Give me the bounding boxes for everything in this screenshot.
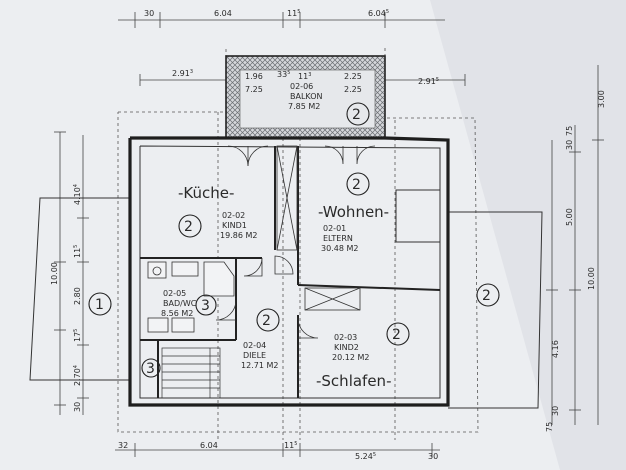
kind1-name: KIND1 [222,221,247,230]
marker-eltern [346,172,370,196]
dim-225a: 2.25 [344,72,362,81]
dim-top-6045: 6.045 [368,9,389,18]
closet [276,145,361,311]
wall-inner-lines [139,145,441,399]
marker-kind1-text: 2 [184,219,193,235]
diele-name: DIELE [243,351,266,360]
eltern-number: 02-01 [323,224,346,233]
dim-33: 335 [277,70,290,79]
dim-bottom-604: 6.04 [200,441,218,450]
dim-right-1000: 10.00 [587,267,596,290]
paper-fold-shade [430,0,626,470]
dim-left-30: 30 [73,402,82,412]
marker-kind1 [178,214,202,238]
dim-top-30: 30 [144,9,154,18]
dim-left-1000: 10.00 [50,262,59,285]
balcony-label-box [239,69,376,129]
marker-bad [195,294,217,316]
marker-stairs-text: 3 [146,361,155,377]
staircase [161,347,221,399]
dim-right-75: 75 [565,126,574,136]
dim-left-115: 115 [73,245,82,258]
schlafen-label: -Schlafen- [316,372,391,390]
marker-labels: 2 2 2 1 3 2 2 3 2 [95,107,491,377]
dim-right-500: 5.00 [565,208,574,226]
kind1-number: 02-02 [222,211,245,220]
dim-291-left: 2.913 [172,69,193,78]
dim-right-30: 30 [565,140,574,150]
balkon-number: 02-06 [290,82,313,91]
dim-right-75b: 75 [545,422,554,432]
marker-balkon-text: 2 [352,107,361,123]
marker-kind2-text: 2 [392,327,401,343]
dim-291-right: 2.915 [418,77,439,86]
marker-diele [256,308,280,332]
marker-balkon [346,102,370,126]
dim-196: 1.96 [245,72,263,81]
dim-right-416: 4.16 [551,340,560,358]
balkon-name: BALKON [290,92,323,101]
marker-kind2 [386,322,410,346]
marker-diele-text: 2 [262,313,271,329]
level-markers [88,102,500,378]
kind2-number: 02-03 [334,333,357,342]
bad-number: 02-05 [163,289,186,298]
dim-4104: 4.104 [73,184,82,205]
dim-right-300: 3.00 [597,90,606,108]
diele-number: 02-04 [243,341,266,350]
dim-right-30b: 30 [551,406,560,416]
marker-left [88,292,112,316]
dim-bottom-115: 115 [284,441,297,450]
kind2-name: KIND2 [334,343,359,352]
dormer-window [395,189,441,243]
dim-left-175: 175 [73,329,82,342]
bad-name: BAD/WC [163,299,197,308]
marker-bad-text: 3 [201,298,210,314]
kind1-area: 19.86 M2 [220,231,257,240]
dim-top-115: 115 [287,9,300,18]
dim-bottom-32: 32 [118,441,128,450]
marker-right [476,283,500,307]
bath-fixtures [147,261,235,333]
balkon-area: 7.85 M2 [288,102,320,111]
eltern-area: 30.48 M2 [321,244,358,253]
kind2-area: 20.12 M2 [332,353,369,362]
marker-right-text: 2 [482,288,491,304]
exterior-walls [128,136,450,407]
diele-area: 12.71 M2 [241,361,278,370]
dim-bottom-5245: 5.245 [355,452,376,461]
wohnen-label: -Wohnen- [318,203,389,221]
dim-top-604: 6.04 [214,9,232,18]
kueche-label: -Küche- [178,184,234,202]
room-labels: 02-06 BALKON 7.85 M2 -Küche- 02-02 KIND1… [161,82,391,390]
dim-225b: 2.25 [344,85,362,94]
marker-eltern-text: 2 [352,177,361,193]
dim-bottom-30: 30 [428,452,438,461]
dim-725: 7.25 [245,85,263,94]
dim-113: 113 [298,72,311,81]
marker-stairs [141,358,161,378]
interior-walls [140,146,441,398]
doors [215,145,376,339]
bad-area: 8.56 M2 [161,309,193,318]
dormer-outlines [29,197,543,409]
eltern-name: ELTERN [323,234,353,243]
marker-left-text: 1 [95,297,104,313]
dimension-texts: 30 6.04 115 6.045 2.913 2.915 1.96 335 1… [50,9,606,461]
dim-left-2704: 2.704 [73,365,82,386]
dim-left-280: 2.80 [73,287,82,305]
